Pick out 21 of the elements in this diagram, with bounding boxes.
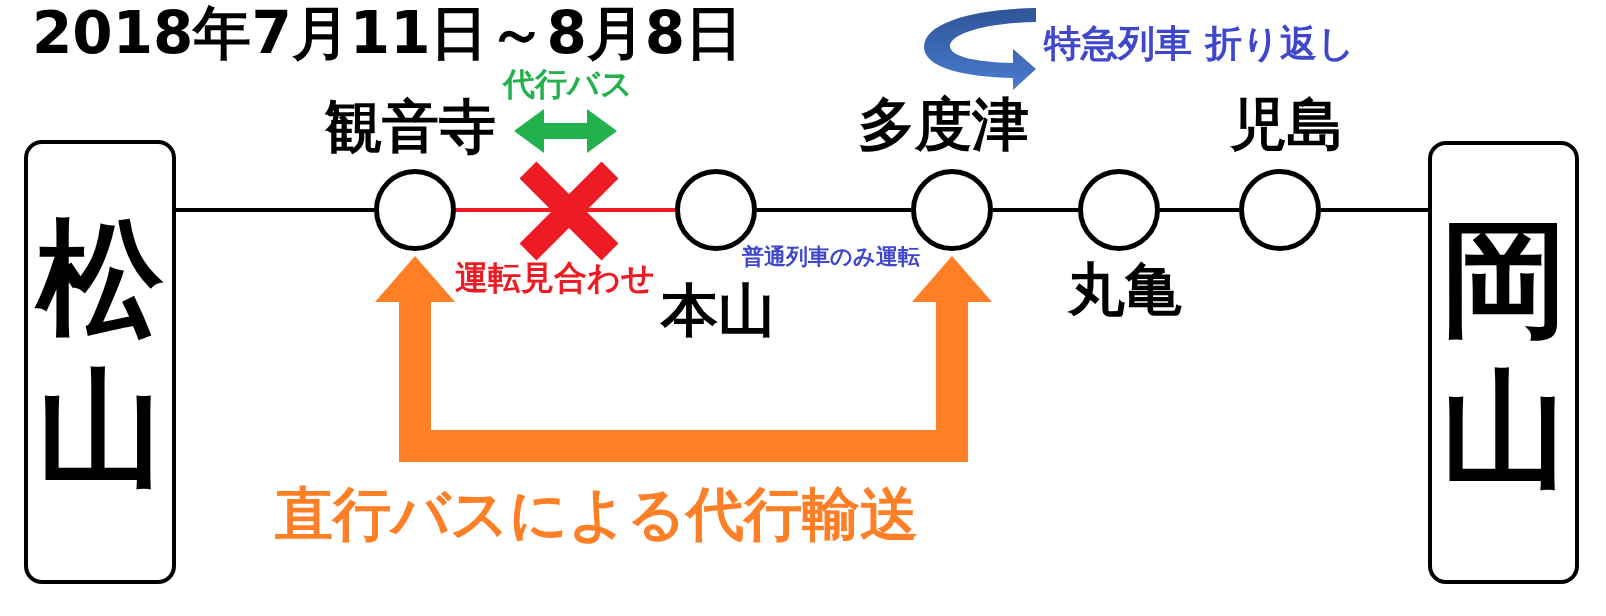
rail-line xyxy=(1160,208,1239,212)
rail-line xyxy=(176,208,374,212)
terminal-box: 岡山 xyxy=(1428,141,1579,584)
edge-label: 代行バス xyxy=(503,68,633,100)
double-arrow xyxy=(514,109,617,153)
note-text: 特急列車 折り返し xyxy=(1044,25,1355,62)
edge-label: 直行バスによる代行輸送 xyxy=(274,485,918,543)
edge-label: 運転見合わせ xyxy=(455,261,655,294)
station-name: 観音寺 xyxy=(324,98,496,155)
u-shaped-arrow xyxy=(375,256,992,462)
rail-line xyxy=(993,208,1078,212)
terminal-box: 松山 xyxy=(24,140,176,584)
station-name: 多度津 xyxy=(857,96,1029,153)
station-name: 児島 xyxy=(1230,96,1344,153)
station-name: 本山 xyxy=(661,282,775,339)
edge-label: 普通列車のみ運転 xyxy=(742,246,920,268)
rail-line xyxy=(456,208,675,212)
rail-line xyxy=(1321,208,1428,212)
rail-line xyxy=(757,208,911,212)
title: 2018年7月11日～8月8日 xyxy=(32,4,744,62)
station-name: 丸亀 xyxy=(1068,261,1182,318)
